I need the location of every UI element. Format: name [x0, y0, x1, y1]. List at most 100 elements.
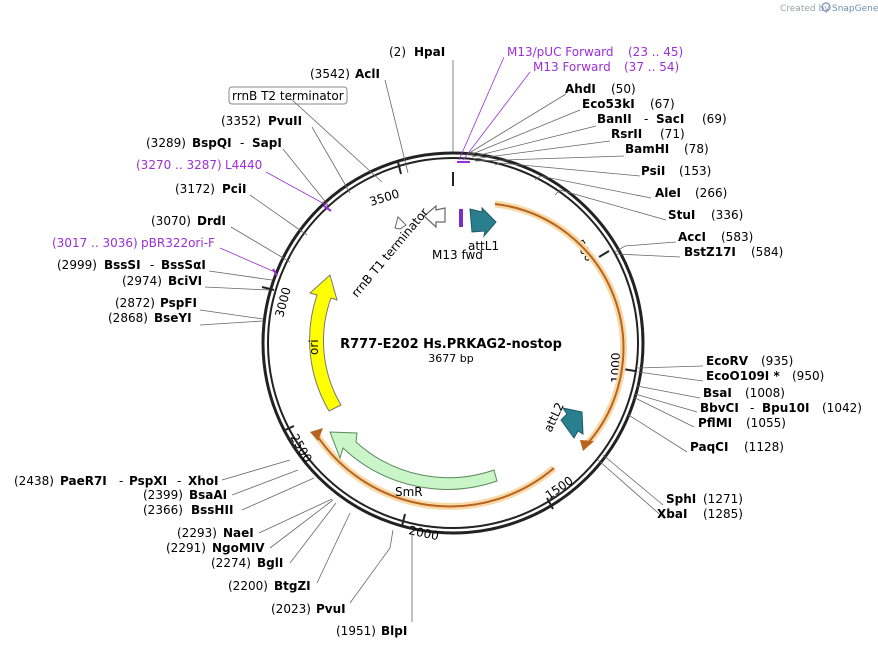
site-bcivi-name[interactable]: BciVI	[168, 274, 202, 288]
leader-pspfi	[199, 309, 264, 320]
site-sphi-name[interactable]: SphI	[666, 492, 696, 506]
site-bstz17i-pos: (584)	[751, 245, 783, 259]
plasmid-backbone	[261, 151, 645, 535]
site-bspqi-name[interactable]: BspQI	[192, 136, 232, 150]
site-stui-name[interactable]: StuI	[668, 208, 695, 222]
site-bsaai-name[interactable]: BsaAI	[189, 488, 227, 502]
site-bpu10i-name[interactable]: Bpu10I	[762, 401, 809, 415]
site-xhoi-name[interactable]: XhoI	[188, 474, 219, 488]
site-bgli-pos: (2274)	[211, 556, 251, 570]
primer-l4440-range: (3270 .. 3287)	[136, 158, 222, 172]
site-psii-name[interactable]: PsiI	[641, 164, 665, 178]
rrnb-t2-arrow	[394, 216, 407, 230]
leader-lines	[199, 56, 704, 622]
site-banii-pos: (69)	[702, 112, 727, 126]
leader-acci	[614, 241, 677, 253]
leader-m13puc	[458, 56, 505, 161]
site-drdi-name[interactable]: DrdI	[197, 214, 226, 228]
primer-labels: M13/pUC Forward (23 .. 45) M13 Forward (…	[52, 45, 683, 250]
tick-mark-2000	[401, 513, 406, 527]
site-btgzi-name[interactable]: BtgZI	[274, 579, 311, 593]
site-pcii-pos: (3172)	[175, 182, 215, 196]
l4440-marker	[323, 205, 332, 212]
site-sapi-name[interactable]: SapI	[252, 136, 282, 150]
site-paqci-pos: (1128)	[744, 440, 784, 454]
leader-bamhi	[474, 155, 625, 162]
site-sphi-pos: (1271)	[703, 492, 743, 506]
leader-xbai	[597, 459, 666, 520]
site-xbai-name[interactable]: XbaI	[657, 507, 687, 521]
site-alei-name[interactable]: AleI	[655, 186, 681, 200]
site-banii-sep: -	[644, 112, 648, 126]
site-psii-pos: (153)	[679, 164, 711, 178]
leader-stui	[554, 189, 667, 221]
pbr322ori-marker	[272, 268, 278, 277]
backbone-arc	[315, 433, 555, 508]
tick-mark-2500	[282, 425, 295, 432]
site-eco0109i-name[interactable]: EcoO109I *	[706, 369, 780, 383]
site-ngomiv-name[interactable]: NgoMIV	[212, 541, 265, 555]
leader-bseyi	[199, 320, 264, 326]
site-bamhi-name[interactable]: BamHI	[625, 142, 669, 156]
site-blpi-pos: (1951)	[336, 624, 376, 638]
site-bstz17i-name[interactable]: BstZ17I	[684, 245, 736, 259]
tick-mark-3500	[397, 161, 402, 175]
site-ecorv-pos: (935)	[761, 354, 793, 368]
site-bseyi-name[interactable]: BseYI	[154, 311, 192, 325]
site-pflmi-name[interactable]: PflMI	[698, 416, 732, 430]
plasmid-size: 3677 bp	[428, 352, 473, 365]
site-acli-name[interactable]: AclI	[355, 67, 380, 81]
site-paer7i-name[interactable]: PaeR7I	[60, 474, 107, 488]
leader-sphi	[602, 454, 664, 506]
site-pvuii-name[interactable]: PvuII	[268, 114, 302, 128]
site-pspfi-name[interactable]: PspFI	[160, 296, 197, 310]
site-btgzi-pos: (2200)	[228, 579, 268, 593]
credit-brand: SnapGene	[832, 4, 878, 14]
site-paqci-name[interactable]: PaqCI	[690, 440, 728, 454]
primer-pbr-name[interactable]: pBR322ori-F	[141, 236, 215, 250]
site-pvui-name[interactable]: PvuI	[316, 602, 346, 616]
site-hpai-name[interactable]: HpaI	[414, 45, 445, 59]
leader-bsaai	[231, 469, 299, 496]
site-eco53ki-name[interactable]: Eco53kI	[582, 97, 635, 111]
site-bbvci-pos: (1042)	[822, 401, 862, 415]
site-bsssai-name[interactable]: BssSαI	[161, 258, 206, 272]
primer-m13puc-range: (23 .. 45)	[628, 45, 683, 59]
site-naei-name[interactable]: NaeI	[223, 526, 254, 540]
site-pspxi-name[interactable]: PspXI	[129, 474, 167, 488]
leader-bcivi	[204, 286, 269, 291]
site-rsrii-name[interactable]: RsrII	[611, 127, 642, 141]
site-banii-name[interactable]: BanII	[597, 112, 632, 126]
leader-pcii	[249, 194, 308, 236]
primer-m13puc-name[interactable]: M13/pUC Forward	[507, 45, 614, 59]
site-bsssi-pos: (2999)	[57, 258, 97, 272]
site-bsssi-sep: -	[150, 258, 154, 272]
site-bbvci-name[interactable]: BbvCI	[700, 401, 739, 415]
m13-fwd-marker	[459, 209, 463, 227]
primer-l4440-name[interactable]: L4440	[225, 158, 262, 172]
site-pcii-name[interactable]: PciI	[222, 182, 247, 196]
site-eco0109i-pos: (950)	[792, 369, 824, 383]
leader-naei	[258, 498, 333, 534]
site-ahdi-name[interactable]: AhdI	[565, 82, 596, 96]
site-paer7i-pos: (2438)	[14, 474, 54, 488]
leader-paqci	[626, 413, 688, 453]
site-alei-pos: (266)	[695, 186, 727, 200]
site-saci-name[interactable]: SacI	[656, 112, 684, 126]
site-ecorv-name[interactable]: EcoRV	[706, 354, 749, 368]
tick-label-2000: 2000	[407, 523, 440, 543]
leader-rsrii	[472, 140, 611, 160]
site-acci-name[interactable]: AccI	[678, 230, 706, 244]
leader-rrnb-t2	[289, 97, 383, 183]
site-stui-pos: (336)	[711, 208, 743, 222]
site-bsai-name[interactable]: BsaI	[703, 386, 732, 400]
site-bgli-name[interactable]: BglI	[257, 556, 283, 570]
site-bsssi-name[interactable]: BssSI	[104, 258, 141, 272]
leader-ahdi	[465, 93, 567, 156]
primer-m13-name[interactable]: M13 Forward	[533, 60, 611, 74]
site-bsaai-pos: (2399)	[143, 488, 183, 502]
tick-mark-3000	[261, 286, 275, 291]
site-bsshii-name[interactable]: BssHII	[191, 503, 233, 517]
site-blpi-name[interactable]: BlpI	[381, 624, 407, 638]
